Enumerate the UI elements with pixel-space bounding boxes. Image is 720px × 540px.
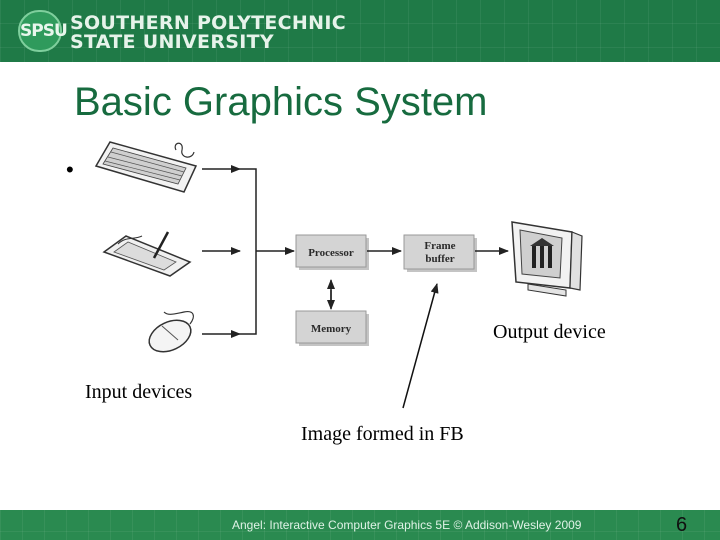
memory-label: Memory bbox=[311, 323, 352, 335]
logo-text: SPSU bbox=[20, 21, 68, 41]
header-banner bbox=[0, 0, 720, 62]
university-name-line1: SOUTHERN POLYTECHNIC bbox=[70, 12, 346, 34]
keyboard-icon bbox=[94, 141, 198, 193]
frame-buffer-label-line2: buffer bbox=[425, 253, 454, 265]
tablet-stylus-icon bbox=[102, 231, 192, 277]
output-device-label: Output device bbox=[493, 321, 606, 343]
monitor-icon bbox=[511, 221, 583, 297]
spsu-logo: SPSU bbox=[18, 10, 68, 52]
mouse-icon bbox=[148, 311, 194, 353]
memory-box: Memory bbox=[295, 310, 369, 346]
processor-label: Processor bbox=[308, 247, 354, 259]
university-name-line2: STATE UNIVERSITY bbox=[70, 31, 274, 53]
frame-buffer-label-line1: Frame bbox=[424, 240, 455, 252]
bullet-point: • bbox=[66, 157, 74, 182]
slide-title: Basic Graphics System bbox=[74, 80, 488, 124]
footer-credit: Angel: Interactive Computer Graphics 5E … bbox=[232, 518, 582, 532]
input-devices-label: Input devices bbox=[85, 381, 192, 403]
frame-buffer-box: Frame buffer bbox=[403, 234, 477, 272]
page-number: 6 bbox=[676, 514, 688, 536]
image-formed-label: Image formed in FB bbox=[301, 423, 464, 445]
processor-box: Processor bbox=[295, 234, 369, 270]
footer-bar bbox=[0, 510, 720, 540]
